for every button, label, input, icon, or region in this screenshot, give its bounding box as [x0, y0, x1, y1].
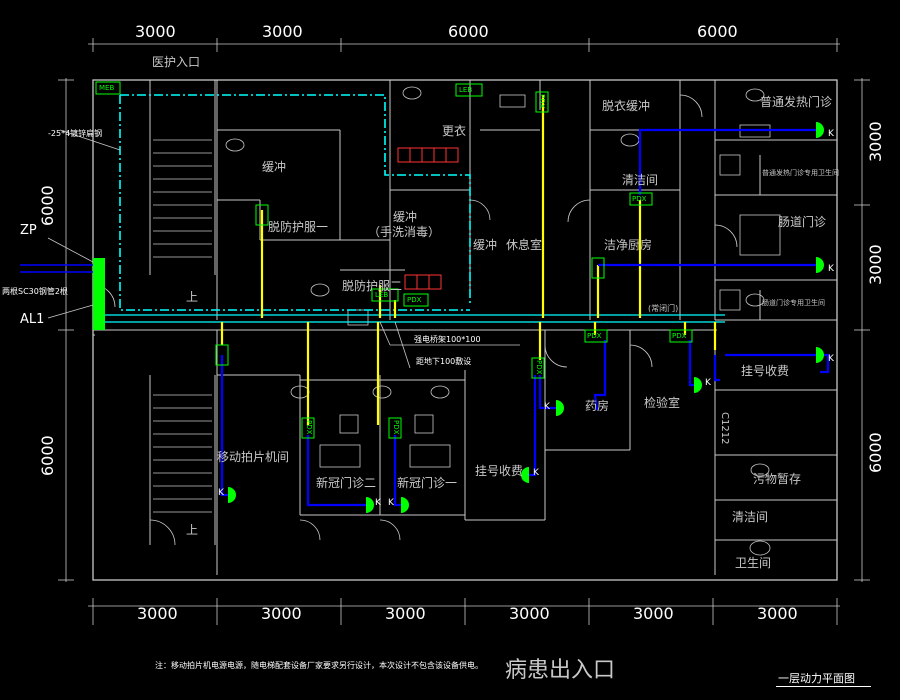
room-cleaning: 清洁间 — [732, 510, 769, 524]
grounding-line — [59, 94, 471, 311]
room-remove-2: 脱防护服二 — [342, 279, 403, 293]
stair-up-1: 上 — [186, 290, 199, 304]
label-pipe-note: 两根SC30钢管2根 — [2, 287, 68, 296]
socket-k-3: K — [828, 354, 834, 364]
tag-meb: MEB — [99, 84, 115, 92]
room-rest: 休息室 — [506, 238, 543, 252]
dim-top-4: 6000 — [697, 22, 738, 41]
room-waste: 污物暂存 — [753, 472, 802, 486]
drawing-name-underline — [776, 686, 871, 687]
room-fever-clinic: 普通发热门诊 — [760, 95, 833, 109]
room-toilet: 卫生间 — [735, 556, 772, 570]
socket-k-1: K — [828, 129, 834, 139]
room-registration-1: 挂号收费 — [475, 464, 524, 478]
door-note: (常闭门) — [648, 304, 679, 313]
room-clean-room: 清洁间 — [622, 173, 659, 187]
footer-note: 注：移动拍片机电源电源，随电梯配套设备厂家要求另行设计，本次设计不包含该设备供电… — [155, 661, 483, 670]
socket-k-8: K — [544, 402, 550, 412]
leader-lines — [47, 237, 520, 369]
room-gi-toilet: 肠道门诊专用卫生间 — [762, 299, 825, 307]
label-al1: AL1 — [20, 312, 45, 327]
room-buffer-1: 缓冲 — [262, 160, 287, 174]
tag-pdx-1: PDX — [407, 296, 422, 304]
dim-right-1: 3000 — [866, 121, 885, 162]
footer-title: 病患出入口 — [505, 658, 616, 683]
dim-bottom-1: 3000 — [137, 604, 178, 623]
room-wash-disinfect: （手洗消毒） — [368, 225, 441, 239]
room-dress: 更衣 — [442, 124, 467, 138]
dimension-lines — [58, 38, 870, 625]
tag-leb-2: LEB — [375, 291, 389, 299]
dim-bottom-5: 3000 — [633, 604, 674, 623]
dim-right-2: 3000 — [866, 244, 885, 285]
socket-k-9: K — [705, 378, 711, 388]
power-lines — [220, 95, 717, 425]
room-buffer-wash: 缓冲 — [393, 210, 418, 224]
dim-bottom-6: 3000 — [757, 604, 798, 623]
dim-left-2: 6000 — [38, 435, 57, 476]
socket-k-7: K — [533, 468, 539, 478]
room-remove-buffer: 脱衣缓冲 — [602, 99, 651, 113]
dim-bottom-4: 3000 — [509, 604, 550, 623]
label-c1212: C1212 — [719, 412, 730, 445]
stair-up-2: 上 — [186, 523, 199, 537]
room-entrance-staff: 医护入口 — [152, 55, 201, 69]
socket-k-2: K — [828, 264, 834, 274]
label-tray-note-2: 距地下100敷设 — [416, 357, 472, 366]
dim-right-3: 6000 — [866, 432, 885, 473]
tag-leb-1: LEB — [459, 86, 473, 94]
dim-top-2: 3000 — [262, 22, 303, 41]
panels — [93, 81, 693, 439]
room-remove-protective: 脱防护服一 — [268, 220, 329, 234]
tag-pdx-8: PDX — [535, 360, 543, 375]
room-clean-kitchen: 洁净厨房 — [604, 238, 653, 252]
room-covid-clinic-1: 新冠门诊一 — [397, 476, 458, 490]
room-pharmacy: 药房 — [585, 399, 610, 413]
dim-bottom-2: 3000 — [261, 604, 302, 623]
dim-top-1: 3000 — [135, 22, 176, 41]
room-fever-toilet: 普通发热门诊专用卫生间 — [762, 169, 839, 177]
socket-k-4: K — [218, 488, 224, 498]
label-zp: ZP — [20, 223, 37, 238]
sockets — [228, 122, 824, 513]
room-mobile-xray: 移动拍片机间 — [217, 450, 290, 464]
tag-pdx-7: PDX — [392, 420, 400, 435]
room-buffer-2: 缓冲 — [473, 238, 498, 252]
room-lab: 检验室 — [644, 396, 681, 410]
tag-pdx-6: PDX — [305, 420, 313, 435]
dim-bottom-3: 3000 — [385, 604, 426, 623]
socket-k-6: K — [388, 498, 394, 508]
tag-pdx-3: PDX — [587, 332, 602, 340]
branch-lines — [20, 128, 830, 507]
room-registration-2: 挂号收费 — [741, 364, 790, 378]
label-tray-note-1: 强电桥架100*100 — [414, 335, 481, 344]
tag-pdx-5: PDX — [538, 94, 546, 109]
tag-pdx-4: PDX — [672, 332, 687, 340]
drawing-name: 一层动力平面图 — [778, 672, 855, 685]
room-covid-clinic-2: 新冠门诊二 — [316, 476, 377, 490]
cable-tray — [93, 314, 725, 323]
room-gi-clinic: 肠道门诊 — [778, 215, 827, 229]
dim-left-1: 6000 — [38, 185, 57, 226]
tag-pdx-2: PDX — [632, 195, 647, 203]
label-ground-note: -25*4镀锌扁钢 — [48, 129, 103, 138]
socket-k-5: K — [375, 498, 381, 508]
dim-top-3: 6000 — [448, 22, 489, 41]
